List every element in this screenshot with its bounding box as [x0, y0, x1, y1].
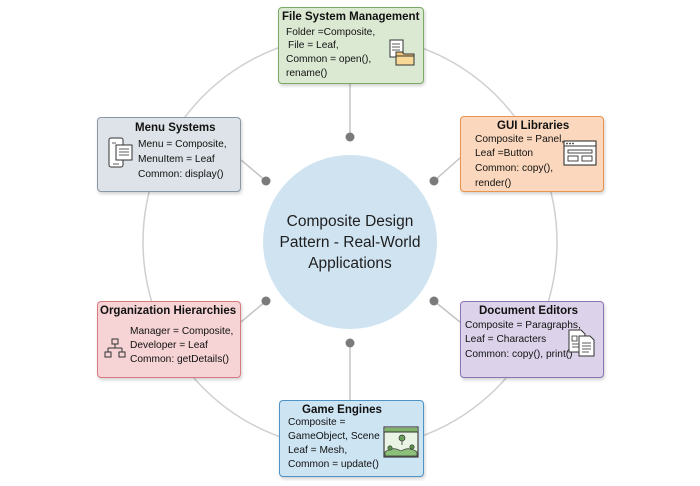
org-chart-icon — [104, 338, 126, 358]
card-line: render() — [475, 178, 512, 189]
documents-icon — [568, 329, 595, 357]
card-title: Menu Systems — [135, 122, 216, 134]
card-line: Common: copy(), print() — [465, 349, 573, 360]
card-line: File = Leaf, — [288, 40, 339, 51]
card-file-system: File System Management Folder =Composite… — [278, 7, 424, 84]
connector-menu — [240, 159, 267, 182]
card-line: Common = update() — [288, 459, 379, 470]
card-organization-hierarchies: Organization Hierarchies Manager = Compo… — [97, 301, 241, 378]
card-line: Common: display() — [138, 169, 224, 180]
card-menu-systems: Menu Systems Menu = Composite, MenuItem … — [97, 117, 241, 192]
folder-files-icon — [389, 39, 415, 66]
game-scene-icon — [383, 426, 419, 458]
card-line: Developer = Leaf — [130, 340, 208, 351]
card-game-engines: Game Engines Composite = GameObject, Sce… — [279, 400, 424, 477]
card-line: MenuItem = Leaf — [138, 154, 215, 165]
card-line: rename() — [286, 68, 328, 79]
card-line: GameObject, Scene — [288, 431, 380, 442]
connector-dot — [429, 296, 439, 306]
window-panel-icon — [563, 140, 597, 166]
card-document-editors: Document Editors Composite = Paragraphs,… — [460, 301, 604, 378]
card-line: Folder =Composite, — [286, 27, 376, 38]
card-line: Leaf =Button — [475, 148, 534, 159]
card-line: Menu = Composite, — [138, 139, 227, 150]
card-line: Composite = — [288, 417, 346, 428]
card-title: Game Engines — [302, 404, 382, 416]
connector-dot — [429, 176, 439, 186]
card-line: Common: getDetails() — [130, 354, 230, 365]
connector-dot — [261, 176, 271, 186]
card-line: Common: copy(), — [475, 163, 554, 174]
card-title: GUI Libraries — [497, 120, 570, 132]
mobile-menu-icon — [108, 137, 133, 168]
card-line: Composite = Panel, — [475, 134, 565, 145]
card-title: Document Editors — [479, 305, 579, 317]
card-line: Common = open(), — [286, 54, 372, 65]
center-node: Composite Design Pattern - Real-World Ap… — [263, 155, 437, 329]
connector-dot — [345, 132, 355, 142]
card-title: File System Management — [282, 11, 420, 23]
connector-org — [240, 300, 267, 323]
card-title: Organization Hierarchies — [100, 305, 237, 317]
card-line: Leaf = Characters — [465, 334, 547, 345]
card-gui-libraries: GUI Libraries Composite = Panel, Leaf =B… — [460, 116, 604, 192]
connector-dot — [345, 338, 355, 348]
card-line: Composite = Paragraphs, — [465, 320, 581, 331]
card-line: Manager = Composite, — [130, 326, 234, 337]
connector-doc — [433, 300, 461, 323]
connector-gui — [433, 157, 461, 182]
connector-dot — [261, 296, 271, 306]
card-line: Leaf = Mesh, — [288, 445, 348, 456]
center-title: Composite Design Pattern - Real-World Ap… — [279, 212, 421, 272]
